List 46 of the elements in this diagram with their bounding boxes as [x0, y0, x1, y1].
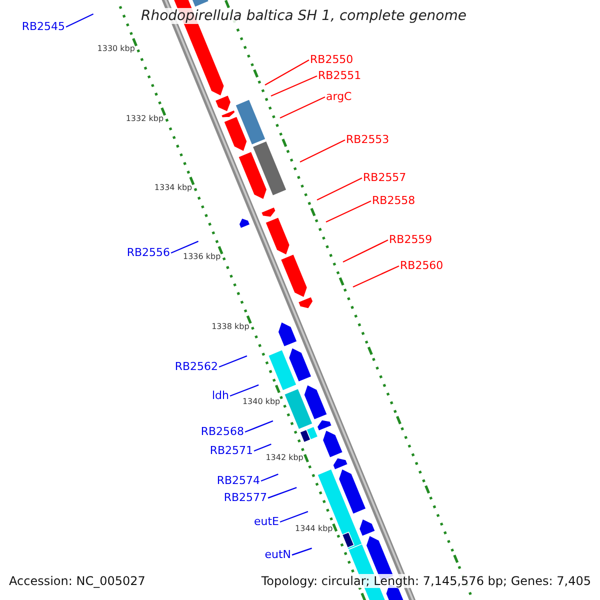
leader-line — [280, 96, 326, 119]
leader-line — [254, 444, 272, 452]
gene-label: RB2557 — [363, 171, 406, 185]
scale-label: 1342 kbp — [266, 453, 304, 463]
leader-line — [342, 239, 388, 263]
gene-label: RB2553 — [346, 133, 390, 147]
scale-label: 1330 kbp — [97, 44, 135, 54]
gene-label: RB2574 — [216, 474, 260, 488]
leader-line — [316, 177, 362, 201]
gene-label: RB2550 — [310, 53, 354, 67]
scale-label: 1334 kbp — [154, 183, 192, 194]
leader-line — [268, 487, 297, 499]
leader-line — [260, 474, 278, 482]
gene-label: RB2560 — [400, 259, 444, 273]
gene-label: ldh — [212, 389, 229, 403]
gene-label: RB2551 — [318, 69, 362, 83]
leader-line — [280, 511, 308, 523]
gene-label: RB2577 — [224, 491, 267, 505]
gene-label: RB2558 — [372, 194, 416, 208]
leader-line — [230, 384, 259, 397]
leader-line — [170, 240, 199, 254]
scale-label: 1340 kbp — [242, 396, 280, 407]
leader-line — [66, 13, 94, 28]
scale-label: 1336 kbp — [183, 252, 221, 262]
gene-label: RB2571 — [210, 444, 253, 458]
leader-line — [292, 548, 312, 556]
leader-line — [264, 59, 310, 86]
gene-label: RB2556 — [126, 246, 170, 260]
gene-label: RB2559 — [389, 233, 432, 247]
summary-text: Topology: circular; Length: 7,145,576 bp; Genes: 7,405 — [261, 574, 591, 588]
gene-label: eutN — [264, 548, 291, 562]
leader-line — [270, 75, 318, 97]
scale-label: 1338 kbp — [212, 322, 250, 332]
leader-line — [352, 265, 400, 288]
scale-label: 1344 kbp — [295, 524, 333, 534]
gene-label: argC — [326, 90, 352, 104]
leader-line — [300, 139, 346, 163]
gene-label: RB2568 — [200, 425, 244, 439]
leader-line — [244, 420, 274, 433]
accession-text: Accession: NC_005027 — [9, 574, 146, 588]
scale-label: 1332 kbp — [126, 114, 164, 124]
leader-line — [326, 200, 372, 223]
gene-label: RB2545 — [22, 20, 65, 34]
leader-line — [218, 355, 248, 368]
gene-label: RB2562 — [174, 360, 218, 374]
gene-label: eutE — [254, 515, 279, 529]
